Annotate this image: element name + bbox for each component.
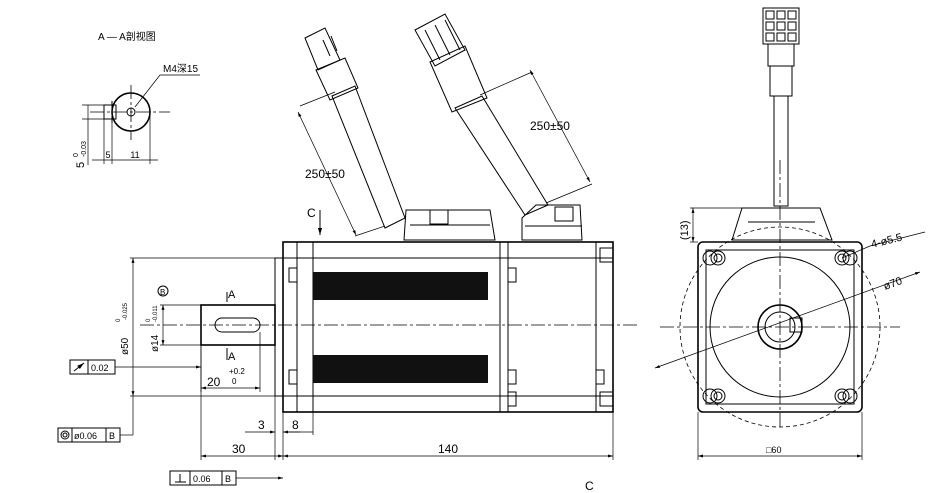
svg-text:-0.011: -0.011 [153,305,159,322]
winding-bottom [313,355,488,383]
section-c-bottom: C [585,479,594,493]
holes-label: 4-ø5.5 [870,232,904,251]
svg-text:0: 0 [73,153,80,157]
svg-text:+0.2: +0.2 [229,367,245,376]
dim-3-label: 3 [258,418,265,432]
key-len-label: 20 [207,375,221,389]
cable-length-label-1: 250±50 [305,167,345,181]
winding-top [313,272,488,300]
key-height-label: 5 [75,162,87,168]
section-c-top: C [307,206,316,220]
square-label: □60 [766,445,781,455]
svg-text:0: 0 [232,377,237,386]
thread-leader [134,74,200,108]
side-view: 250±50 250±50 [57,13,640,493]
key-depth-label: 5 [105,150,110,160]
motor-body [282,241,614,413]
svg-text:-0.025: -0.025 [123,302,129,320]
section-view: A — A剖视图 M4深15 5 0 -0.03 5 11 [73,30,200,168]
shaft-dia-label: ø14 [150,334,161,352]
cable-dim-left: 250±50 [297,91,386,237]
flange-dia-label: ø50 [120,337,131,355]
pcd-label: ø70 [882,275,904,293]
coax-value: ø0.06 [74,431,97,441]
perp-value: 0.06 [193,474,211,484]
height-13-label: (13) [679,220,691,240]
end-view: (13) 4-ø5.5 ø70 □60 [654,7,926,460]
cable-right [414,13,549,216]
svg-text:0: 0 [146,318,152,322]
section-title: A — A剖视图 [98,30,156,43]
cable-length-label-2: 250±50 [530,119,570,133]
datum-b-label: B [160,288,165,297]
svg-text:0: 0 [116,318,122,322]
section-a-lower: A [228,351,236,363]
perp-datum: B [225,474,231,484]
section-a-upper: A [228,289,236,301]
cable-dim-right: 250±50 [479,69,593,204]
thread-label: M4深15 [163,63,198,75]
dim-30-label: 30 [232,442,246,456]
dim-8-label: 8 [292,418,299,432]
runout-label: 0.02 [91,363,109,373]
svg-text:-0.03: -0.03 [81,141,88,157]
coax-datum: B [109,431,115,441]
dim-140-label: 140 [438,442,458,456]
shaft-half-label: 11 [130,150,139,160]
datum-b-symbol [157,285,169,297]
cable-left [304,27,406,229]
